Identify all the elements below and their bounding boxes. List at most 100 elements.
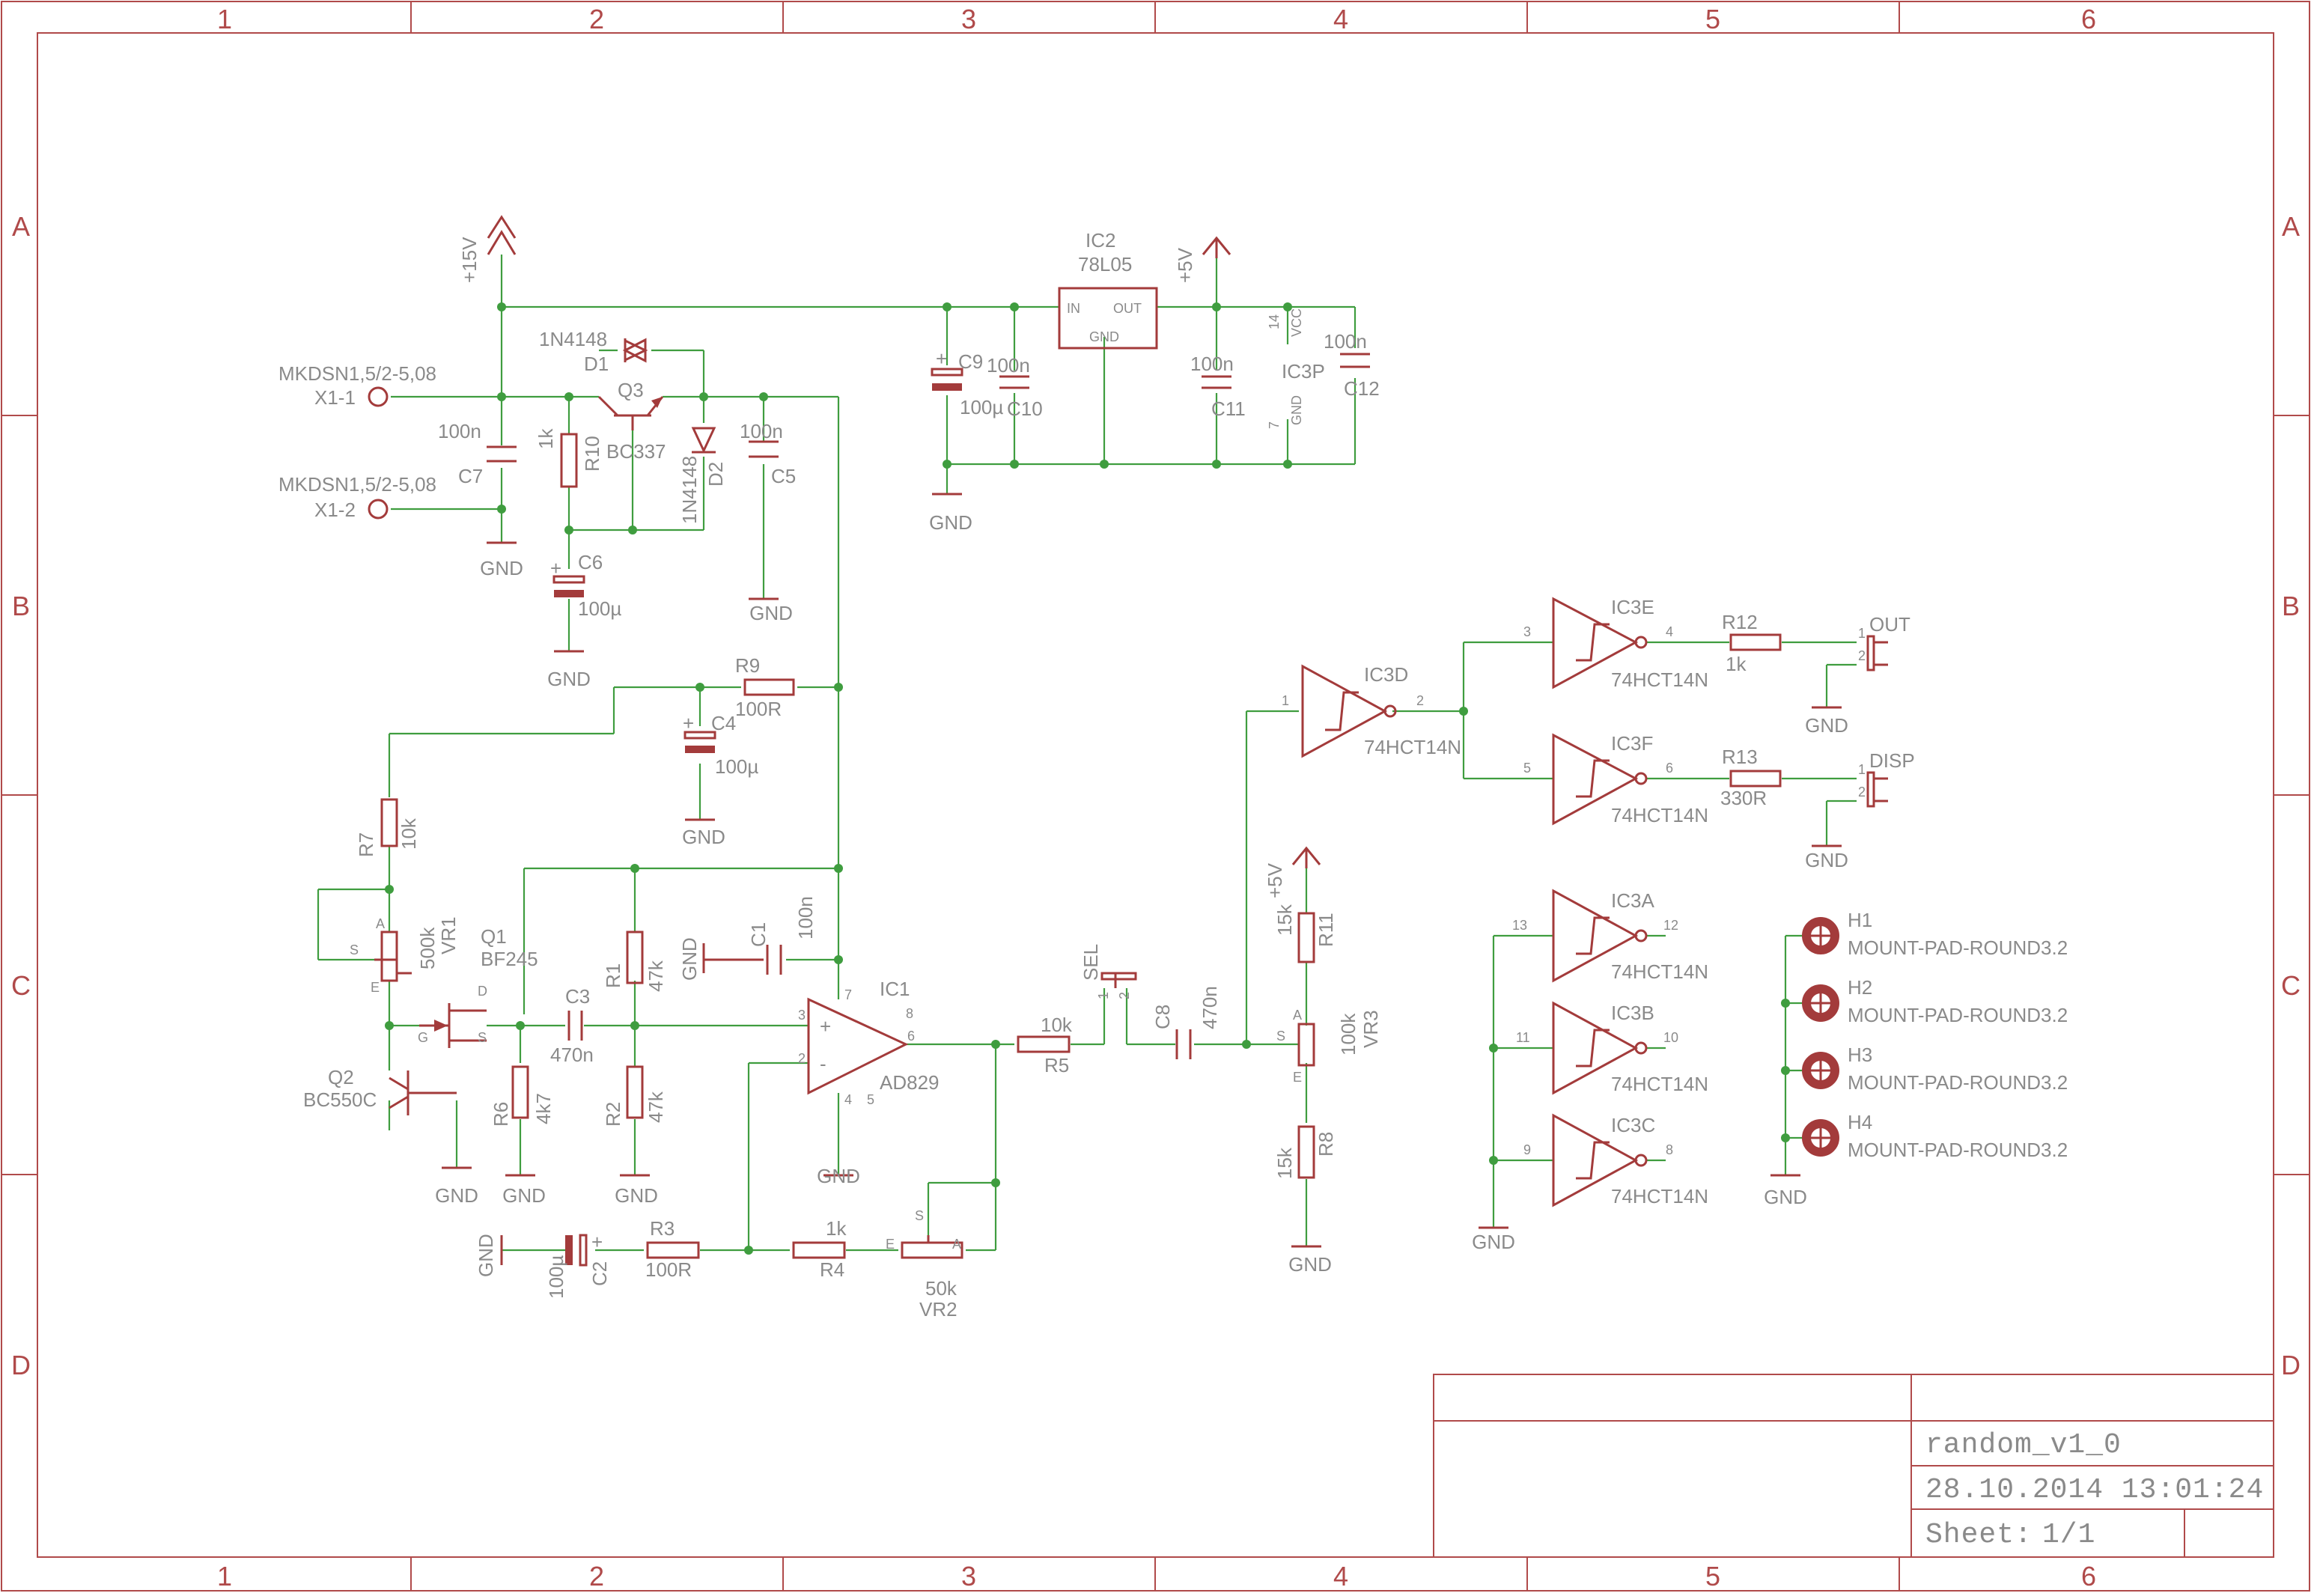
diode-d1: 1N4148 D1 [539,328,648,375]
h4-value: MOUNT-PAD-ROUND3.2 [1848,1139,2068,1161]
supply-15v-label: +15V [458,237,481,283]
junctions [385,302,1790,1255]
trimmer-vr3: S A E 100k VR3 [1276,1008,1382,1085]
schmitt-inverter-ic3a: 13 12 IC3A 74HCT14N [1512,889,1708,983]
trimmer-vr1: S A E 500k VR1 [350,916,460,995]
schmitt-inverter-ic3d: 1 2 IC3D 74HCT14N [1282,663,1461,758]
ic1-pin4: 4 [844,1092,852,1107]
r1-name: R1 [602,963,624,988]
ic3p-name: IC3P [1282,360,1325,383]
gnd-symbols: GND GND GND GND GND GND GND GND GND GND … [435,493,1848,1277]
ic3p-gnd: GND [1289,395,1304,425]
diode-d2: 1N4148 D2 [678,427,727,524]
supply-15v: +15V [458,215,517,283]
col-label-1: 1 [217,4,232,34]
vr2-value: 50k [925,1277,957,1300]
ic3c-pin8: 8 [1666,1142,1673,1157]
c2-value: 100µ [545,1255,567,1299]
q1-pin-s: S [478,1030,487,1045]
ic3f-value: 74HCT14N [1611,804,1708,826]
r8-name: R8 [1315,1132,1337,1157]
ic3e-pin4: 4 [1666,624,1673,639]
vr1-value: 500k [416,927,439,969]
ic3d-pin2: 2 [1416,693,1424,708]
c4-plus: + [683,712,694,734]
resistor-r7: R7 10k [355,798,420,857]
gnd-c6: GND [547,668,591,690]
out-pin2: 2 [1858,648,1866,663]
r9-name: R9 [735,654,760,677]
resistor-r1: R1 47k [602,931,667,992]
c12-value: 100n [1324,330,1367,353]
x1-part-2: MKDSN1,5/2-5,08 [278,473,436,496]
r7-name: R7 [355,832,377,857]
c2-plus: + [591,1231,603,1253]
capacitor-c6: + C6 100µ [550,551,621,620]
x1-part-1: MKDSN1,5/2-5,08 [278,362,436,385]
q1-value: BF245 [481,948,538,970]
row-label-c-right: C [2281,970,2301,1001]
connector-x1: MKDSN1,5/2-5,08 X1-1 MKDSN1,5/2-5,08 X1-… [278,362,436,521]
col-label-6: 6 [2081,4,2096,34]
col-label-1-bottom: 1 [217,1561,232,1592]
r13-value: 330R [1720,787,1767,809]
gnd-out: GND [1805,714,1848,737]
capacitor-c9: + C9 100µ [931,347,1003,418]
vr2-pin-s: S [915,1208,924,1223]
c8-name: C8 [1151,1005,1174,1029]
ic1-name: IC1 [880,978,910,1000]
title-block-sheet-label: Sheet: [1925,1519,2033,1551]
h2-name: H2 [1848,976,1872,999]
ic3c-value: 74HCT14N [1611,1185,1708,1207]
capacitor-c10: 100n C10 [987,354,1043,420]
capacitor-c11: 100n C11 [1190,353,1246,420]
q3-value: BC337 [606,440,666,463]
ic3e-name: IC3E [1611,596,1654,618]
vr3-pin-a: A [1293,1008,1302,1023]
ic3d-value: 74HCT14N [1364,736,1461,758]
c2-name: C2 [588,1261,611,1286]
gnd-regulator: GND [929,511,972,534]
row-label-d-right: D [2281,1350,2301,1380]
power-pins-ic3p: 14 VCC IC3P 7 GND [1267,308,1325,429]
vr1-pin-s: S [350,942,359,957]
ic2-name: IC2 [1086,229,1115,252]
schmitt-inverter-ic3c: 9 8 IC3C 74HCT14N [1523,1113,1708,1207]
capacitor-c1: C1 100n [747,896,817,975]
c6-name: C6 [578,551,603,573]
gnd-r6: GND [502,1184,546,1207]
c12-name: C12 [1344,377,1380,400]
c3-value: 470n [550,1044,594,1066]
c6-value: 100µ [578,597,621,620]
resistor-r10: 1k R10 [535,428,603,488]
gnd-r8: GND [1288,1253,1332,1276]
r11-value: 15k [1273,904,1296,936]
row-label-d: D [11,1350,31,1380]
gnd-c1: GND [678,937,701,981]
d2-value: 1N4148 [678,456,701,524]
r12-value: 1k [1726,653,1747,675]
r2-name: R2 [602,1102,624,1127]
capacitor-c4: + C4 100µ [683,712,758,778]
resistor-r4: 1k R4 [792,1217,847,1281]
c4-value: 100µ [715,755,758,778]
ic3e-value: 74HCT14N [1611,668,1708,691]
c3-name: C3 [565,985,590,1008]
x1-pin1-label: X1-1 [314,386,356,409]
ic1-value: AD829 [880,1071,940,1094]
out-pin1: 1 [1858,626,1866,641]
vr1-pin-a: A [376,916,385,931]
r6-name: R6 [490,1102,512,1127]
ic1-plus: + [820,1015,831,1038]
ic3a-value: 74HCT14N [1611,960,1708,983]
d1-name: D1 [584,353,609,375]
gnd-ic1: GND [817,1165,860,1187]
disp-pin1: 1 [1858,762,1866,777]
r10-value: 1k [535,428,557,449]
row-label-b-right: B [2282,591,2300,621]
opamp-ic1: + - 3 2 6 7 4 8 5 IC1 AD829 [798,978,940,1107]
ic3a-pin12: 12 [1663,918,1678,933]
col-label-4: 4 [1333,4,1348,34]
ic1-minus: - [820,1053,826,1075]
